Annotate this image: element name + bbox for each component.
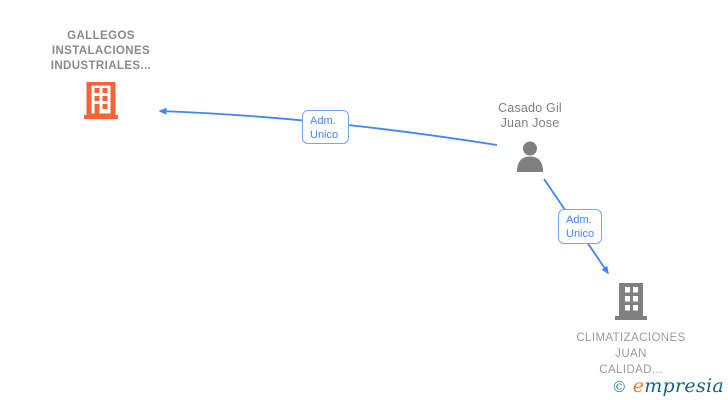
company-name-line: GALLEGOS (67, 30, 135, 42)
company-name-line: INSTALACIONES (51, 45, 151, 57)
node-company-gallegos[interactable]: GALLEGOS INSTALACIONES INDUSTRIALES... (20, 29, 182, 125)
company-name-line: JUAN (615, 348, 647, 360)
node-company-climatizaciones[interactable]: CLIMATIZACIONES JUAN CALIDAD... (556, 283, 706, 378)
edge-label-line: Adm. (566, 214, 592, 226)
copyright-icon: © (611, 378, 627, 396)
company-name: CLIMATIZACIONES JUAN CALIDAD... (576, 330, 685, 378)
edge-label-adm-unico-1[interactable]: Adm. Unico (302, 110, 349, 144)
person-name-line: Casado Gil (498, 101, 562, 115)
empresia-logo[interactable]: © empresia (612, 375, 724, 397)
company-name-line: CALIDAD... (599, 364, 663, 376)
node-person-casado-gil[interactable]: Casado Gil Juan Jose (455, 101, 605, 178)
empresia-initial: e (632, 375, 645, 397)
empresia-rest: mpresia (644, 375, 724, 397)
building-icon (83, 80, 119, 125)
edge-label-line: Adm. (310, 115, 336, 127)
edge-label-line: Unico (566, 228, 595, 240)
person-icon (515, 141, 545, 178)
edge-label-adm-unico-2[interactable]: Adm. Unico (558, 209, 602, 244)
building-icon (614, 283, 648, 326)
empresia-wordmark: empresia (633, 375, 724, 397)
company-name-line: INDUSTRIALES... (50, 60, 152, 72)
company-name-line: CLIMATIZACIONES (576, 332, 686, 344)
company-name: GALLEGOS INSTALACIONES INDUSTRIALES... (51, 29, 152, 74)
edge-label-line: Unico (310, 129, 339, 141)
person-name: Casado Gil Juan Jose (498, 101, 562, 131)
person-name-line: Juan Jose (500, 116, 560, 130)
